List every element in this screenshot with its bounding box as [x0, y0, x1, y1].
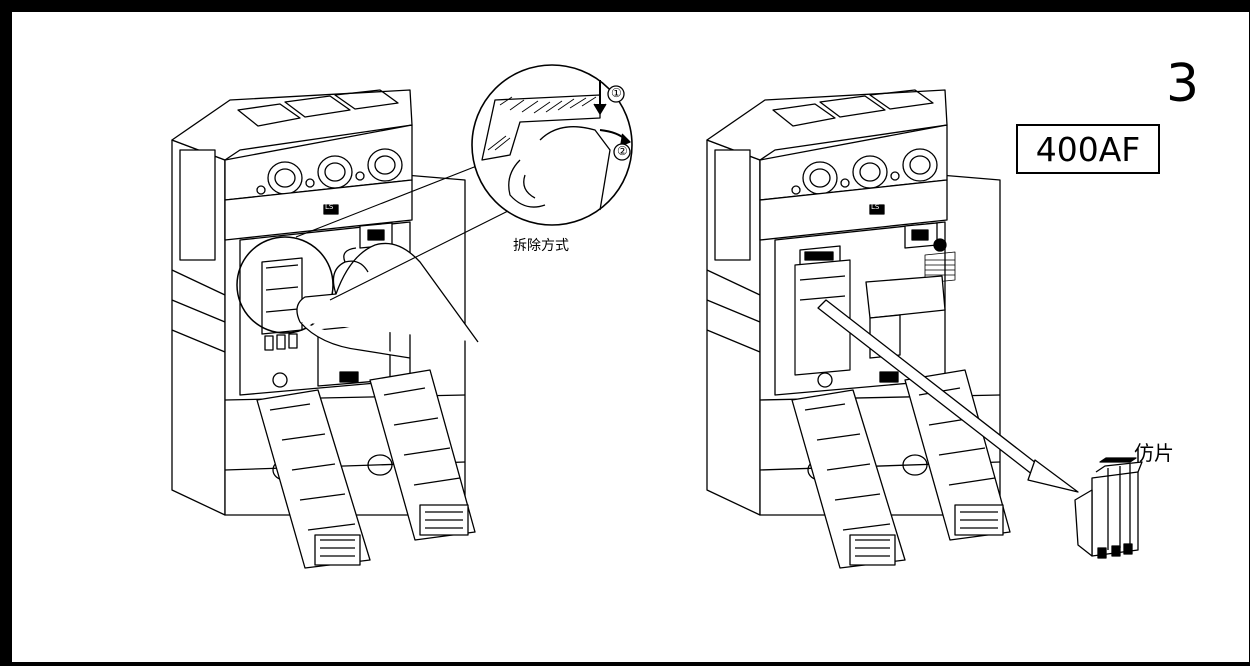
dummy-piece-caption: 仿片: [1134, 441, 1174, 465]
step-number: 3: [1166, 54, 1200, 114]
removal-detail-callout: [471, 64, 633, 226]
nameplate-right: [869, 204, 885, 215]
removal-method-caption: 拆除方式: [513, 238, 569, 254]
frame-rating-label: 400AF: [1016, 124, 1160, 174]
left-operating-levers: [256, 369, 476, 569]
direction-arrow-icon: [817, 299, 1079, 493]
nameplate-left: [323, 204, 339, 215]
left-circuit-breaker: [171, 89, 466, 516]
right-operating-levers: [791, 369, 1011, 569]
nameplate-right-text: LS: [871, 203, 880, 211]
nameplate-left-text: LS: [325, 203, 334, 211]
hand-icon: [296, 242, 479, 359]
callout-marker-1: ①: [611, 86, 622, 100]
callout-marker-2: ②: [617, 144, 628, 158]
dummy-piece-icon: [1074, 457, 1143, 559]
